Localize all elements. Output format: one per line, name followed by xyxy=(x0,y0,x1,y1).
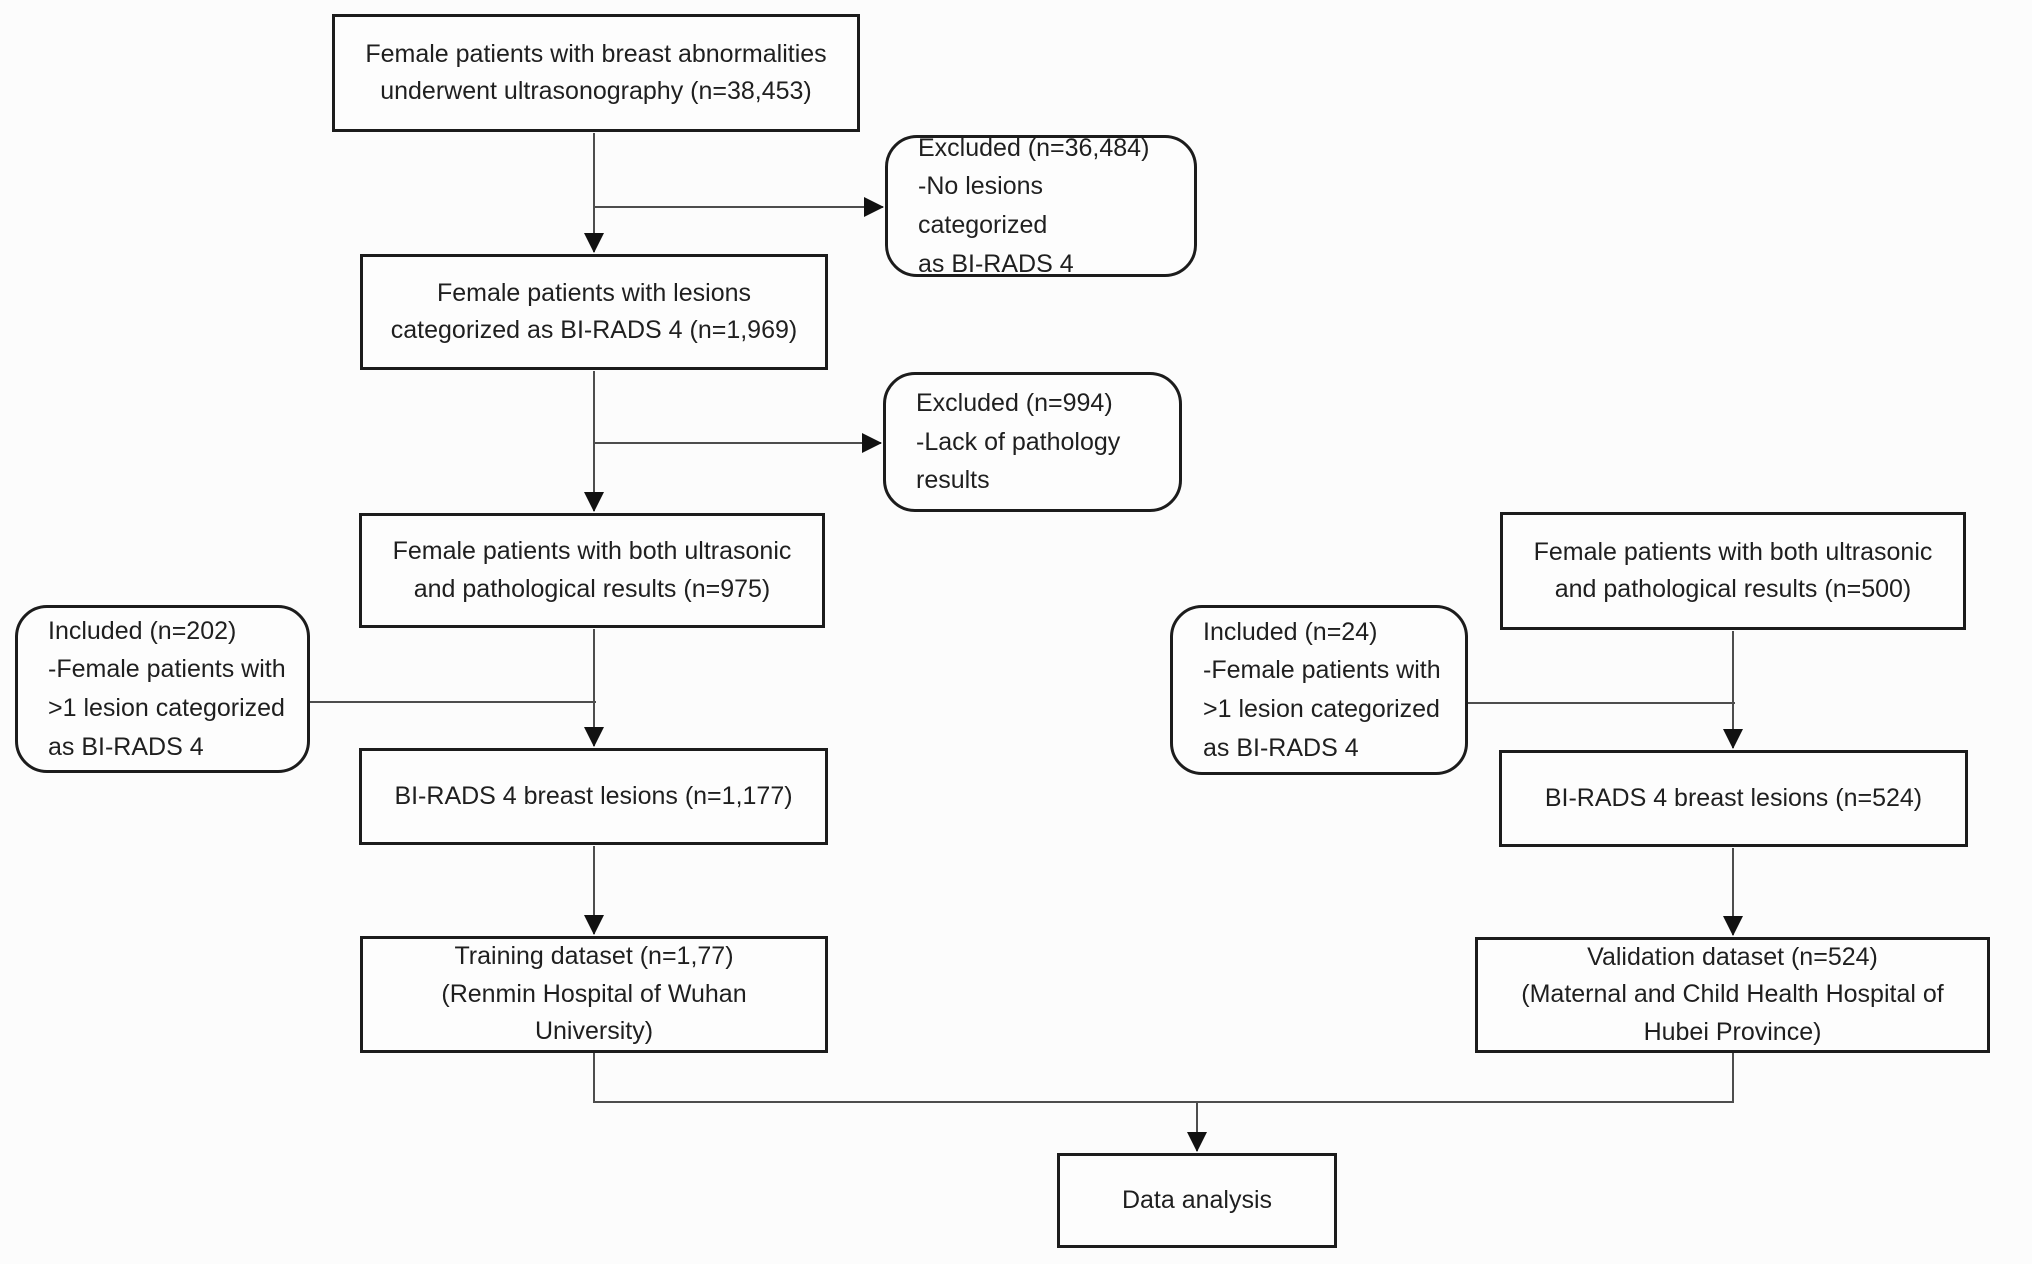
node-excluded-pathology: Excluded (n=994) -Lack of pathology resu… xyxy=(883,372,1182,512)
node-included-202: Included (n=202) -Female patients with >… xyxy=(15,605,310,773)
node-included-24: Included (n=24) -Female patients with >1… xyxy=(1170,605,1468,775)
node-birads4-patients-text: Female patients with lesions categorized… xyxy=(390,278,798,345)
node-lesions-524-text: BI-RADS 4 breast lesions (n=524) xyxy=(1544,783,1923,812)
node-excluded-no-birads-text: Excluded (n=36,484) -No lesions categori… xyxy=(918,133,1150,278)
node-excluded-no-birads: Excluded (n=36,484) -No lesions categori… xyxy=(885,134,1197,278)
node-ultrasonic-pathological-500-text: Female patients with both ultrasonic and… xyxy=(1533,537,1933,604)
node-data-analysis-text: Data analysis xyxy=(1121,1185,1273,1214)
node-included-24-text: Included (n=24) -Female patients with >1… xyxy=(1203,617,1441,762)
node-screening: Female patients with breast abnormalitie… xyxy=(332,14,860,132)
node-lesions-1177-text: BI-RADS 4 breast lesions (n=1,177) xyxy=(394,781,793,810)
node-excluded-pathology-text: Excluded (n=994) -Lack of pathology resu… xyxy=(916,388,1121,495)
node-included-202-text: Included (n=202) -Female patients with >… xyxy=(48,616,286,761)
node-validation-dataset-text: Validation dataset (n=524) (Maternal and… xyxy=(1521,942,1944,1046)
node-data-analysis: Data analysis xyxy=(1057,1153,1337,1248)
node-ultrasonic-pathological-975-text: Female patients with both ultrasonic and… xyxy=(392,537,792,603)
node-ultrasonic-pathological-975: Female patients with both ultrasonic and… xyxy=(359,513,825,628)
node-ultrasonic-pathological-500: Female patients with both ultrasonic and… xyxy=(1500,512,1966,630)
node-training-dataset-text: Training dataset (n=1,77) (Renmin Hospit… xyxy=(441,942,747,1046)
node-screening-text: Female patients with breast abnormalitie… xyxy=(365,39,827,106)
node-training-dataset: Training dataset (n=1,77) (Renmin Hospit… xyxy=(360,936,828,1053)
node-validation-dataset: Validation dataset (n=524) (Maternal and… xyxy=(1475,937,1990,1053)
node-lesions-1177: BI-RADS 4 breast lesions (n=1,177) xyxy=(359,748,828,845)
node-birads4-patients: Female patients with lesions categorized… xyxy=(360,254,828,370)
node-lesions-524: BI-RADS 4 breast lesions (n=524) xyxy=(1499,750,1968,847)
connector-datasets-merge xyxy=(593,1053,1734,1103)
